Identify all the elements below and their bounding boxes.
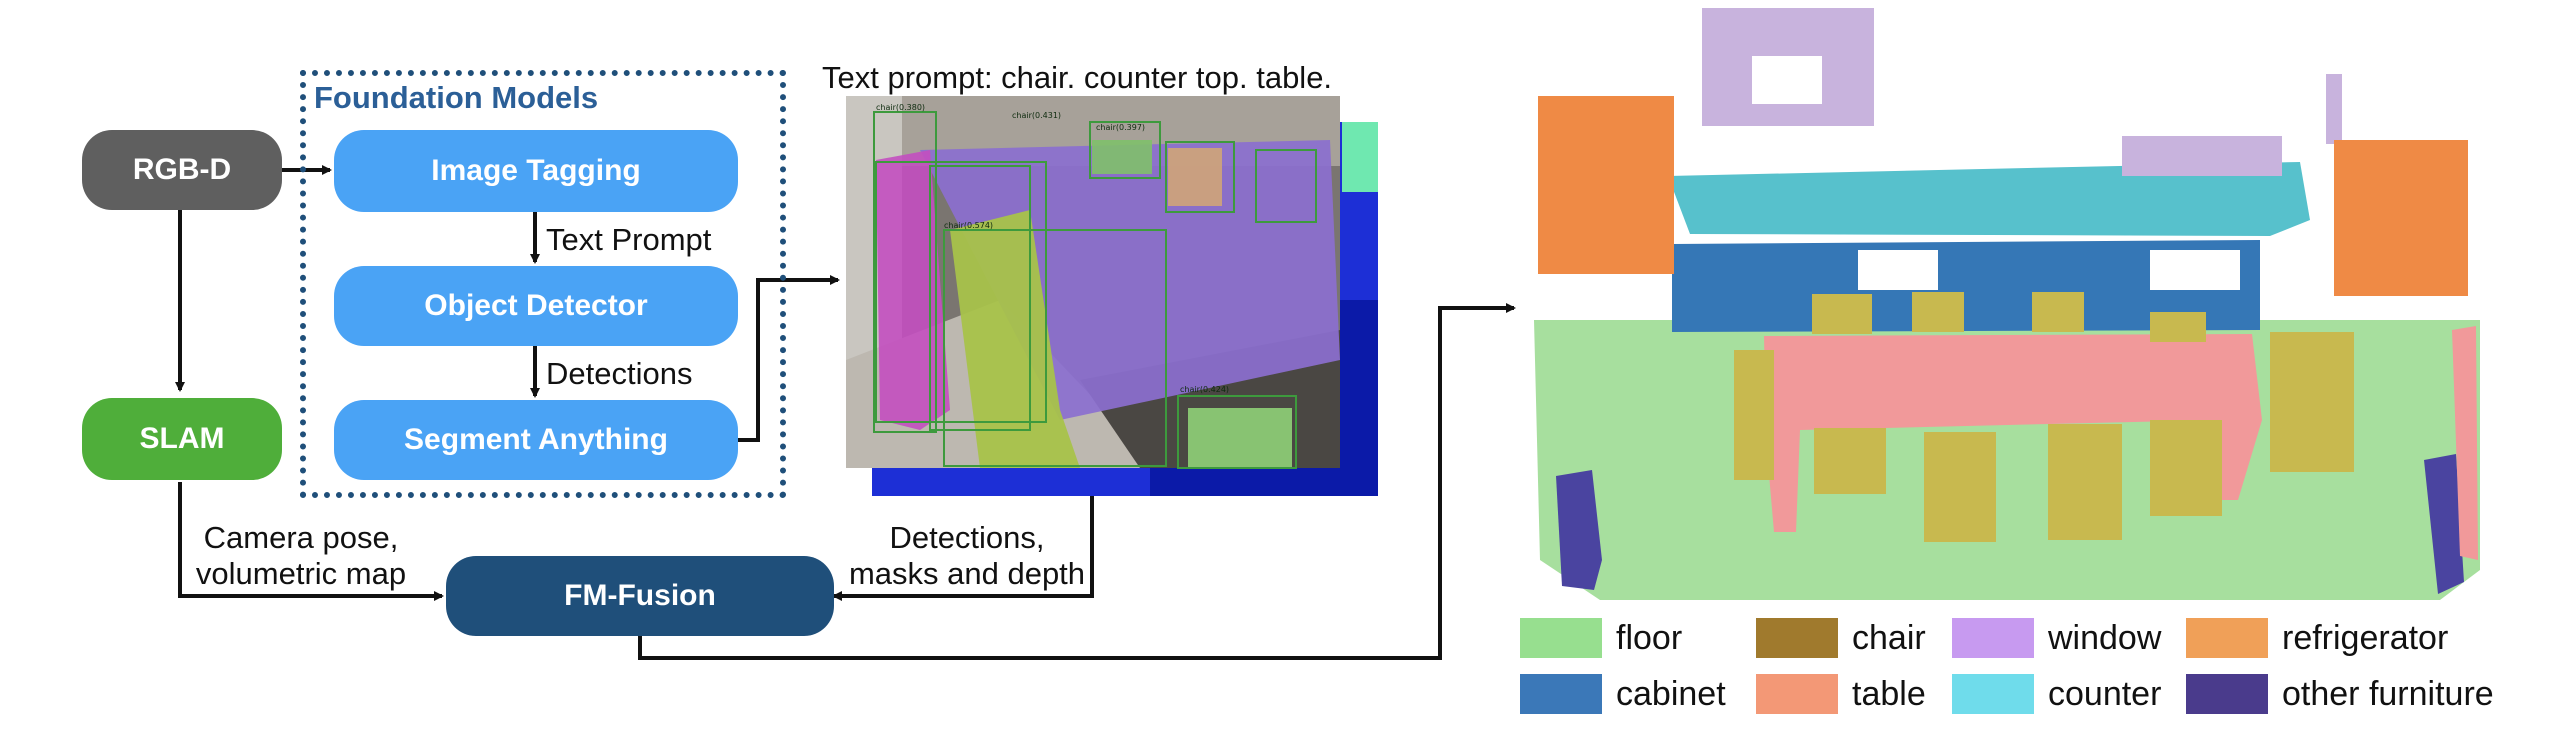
fm-fusion-node[interactable]: FM-Fusion	[446, 556, 834, 636]
legend-item-counter: counter	[1952, 672, 2161, 716]
legend-label: other furniture	[2282, 674, 2494, 713]
legend-item-refrigerator: refrigerator	[2186, 616, 2448, 660]
legend-swatch	[1520, 618, 1602, 658]
legend-label: chair	[1852, 618, 1926, 657]
legend-item-table: table	[1756, 672, 1926, 716]
edge-label-detections-masks: Detections, masks and depth	[838, 520, 1096, 592]
legend-swatch	[2186, 618, 2268, 658]
legend-swatch	[1756, 618, 1838, 658]
edge-label-text-prompt: Text Prompt	[546, 222, 712, 257]
rgbd-node[interactable]: RGB-D	[82, 130, 282, 210]
legend-label: counter	[2048, 674, 2162, 713]
foundation-models-title: Foundation Models	[314, 80, 599, 115]
legend-label: floor	[1616, 618, 1683, 657]
det-masks-line-1: Detections,	[889, 520, 1045, 555]
camera-pose-line-2: volumetric map	[195, 556, 407, 591]
det-masks-line-2: masks and depth	[848, 556, 1086, 591]
arrow-sam-to-image	[735, 275, 840, 442]
segment-anything-node[interactable]: Segment Anything	[334, 400, 738, 480]
object-detector-node[interactable]: Object Detector	[334, 266, 738, 346]
legend-item-chair: chair	[1756, 616, 1926, 660]
edge-label-detections: Detections	[546, 356, 693, 391]
detection-tag-1: chair(0.380)	[876, 103, 925, 112]
image-tagging-node[interactable]: Image Tagging	[334, 130, 738, 212]
detection-tag-4: chair(0.574)	[944, 221, 993, 230]
legend-item-cabinet: cabinet	[1520, 672, 1726, 716]
legend-swatch	[1756, 674, 1838, 714]
camera-pose-line-1: Camera pose,	[203, 520, 399, 555]
legend-swatch	[1952, 618, 2034, 658]
legend-item-window: window	[1952, 616, 2161, 660]
arrow-fusion-to-map	[638, 303, 1516, 660]
legend-swatch	[2186, 674, 2268, 714]
arrow-image-to-fusion	[832, 468, 1094, 601]
legend-label: table	[1852, 674, 1926, 713]
slam-node[interactable]: SLAM	[82, 398, 282, 480]
legend-label: cabinet	[1616, 674, 1726, 713]
arrow-slam-to-fusion	[178, 482, 444, 601]
legend-item-floor: floor	[1520, 616, 1682, 660]
legend-label: window	[2048, 618, 2162, 657]
detection-tag-3: chair(0.397)	[1096, 123, 1145, 132]
legend-swatch	[1952, 674, 2034, 714]
foundation-models-frame	[300, 70, 786, 498]
edge-label-camera-pose: Camera pose, volumetric map	[186, 520, 416, 592]
legend-item-other-furniture: other furniture	[2186, 672, 2494, 716]
prompt-caption: Text prompt: chair. counter top. table.	[822, 60, 1333, 95]
legend-swatch	[1520, 674, 1602, 714]
detection-tag-2: chair(0.431)	[1012, 111, 1061, 120]
legend-label: refrigerator	[2282, 618, 2449, 657]
detection-tag-5: chair(0.424)	[1180, 385, 1229, 394]
